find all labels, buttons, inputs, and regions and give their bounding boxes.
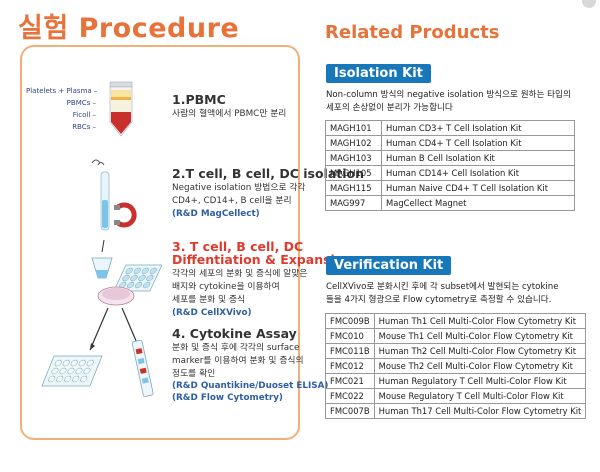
tube-label-rbcs: RBCs – <box>72 123 96 131</box>
catalog-number: MAGH105 <box>325 165 382 181</box>
step-4-title: 4. Cytokine Assay <box>172 326 297 341</box>
product-name: Mouse Regulatory T Cell Multi-Color Flow… <box>373 388 587 404</box>
page-title: 실험 Procedure <box>18 13 240 44</box>
product-name: Human CD4+ T Cell Isolation Kit <box>381 135 575 151</box>
isolation-intro-line-1: Non-column 방식의 negative isolation 방식으로 원… <box>326 90 571 100</box>
tube-label-pbmcs: PBMCs – <box>66 99 96 107</box>
catalog-number: FMC022 <box>325 388 375 404</box>
product-name: Human Th2 Cell Multi-Color Flow Cytometr… <box>373 343 587 359</box>
step-3-desc-line-2: 배지와 cytokine을 이용하여 <box>172 282 280 292</box>
catalog-number: FMC010 <box>325 328 375 344</box>
catalog-number: FMC021 <box>325 373 375 389</box>
centrifuge-tube-icon <box>109 81 133 137</box>
step-3-title-line-1: 3. T cell, B cell, DC <box>172 239 304 254</box>
isolation-intro-line-2: 세포의 손상없이 분리가 가능합니다 <box>326 103 453 113</box>
product-name: Human Th1 Cell Multi-Color Flow Cytometr… <box>373 313 587 329</box>
verification-intro-line-2: 들을 4가지 형광으로 Flow cytometry로 측정할 수 있습니다. <box>326 295 552 305</box>
magnet-tube-icon <box>91 159 137 231</box>
isolation-kit-heading: Isolation Kit <box>326 64 431 83</box>
step-2-desc-line-1: Negative isolation 방법으로 각각 <box>172 183 306 193</box>
catalog-number: MAGH115 <box>325 180 382 196</box>
catalog-number: FMC011B <box>325 343 375 359</box>
step-3-desc-line-3: 세포를 분화 및 증식 <box>172 295 246 305</box>
procedure-illustration <box>41 81 162 397</box>
verification-intro-line-1: CellXVivo로 분화시킨 후에 각 subset에서 발현되는 cytok… <box>326 282 559 292</box>
step-1-desc: 사람의 혈액에서 PBMC만 분리 <box>172 109 287 119</box>
step-2-title: 2.T cell, B cell, DC isolation <box>172 166 364 181</box>
step-4-desc-line-3: 정도를 확인 <box>172 369 216 379</box>
verification-kit-heading: Verification Kit <box>326 256 452 275</box>
product-name: Human Regulatory T Cell Multi-Color Flow… <box>373 373 587 389</box>
step-1-title: 1.PBMC <box>172 92 226 107</box>
catalog-number: MAGH101 <box>325 120 382 136</box>
step-2-desc-line-2: CD4+, CD14+, B cell을 분리 <box>172 196 292 206</box>
catalog-number: FMC012 <box>325 358 375 374</box>
product-name: Mouse Th1 Cell Multi-Color Flow Cytometr… <box>373 328 587 344</box>
step-4-desc-line-1: 분화 및 증식 후에 각각의 surface <box>172 343 300 353</box>
related-products-title: Related Products <box>325 22 500 43</box>
step-3-desc-line-1: 각각의 세포의 분화 및 증식에 알맞은 <box>172 269 308 279</box>
product-name: Human CD14+ Cell Isolation Kit <box>381 165 575 181</box>
step-4-product-link-flow[interactable]: (R&D Flow Cytometry) <box>172 393 283 403</box>
product-name: Human CD3+ T Cell Isolation Kit <box>381 120 575 136</box>
step-3-product-link[interactable]: (R&D CellXVivo) <box>172 308 252 318</box>
product-name: Human Th17 Cell Multi-Color Flow Cytomet… <box>373 403 587 419</box>
elisa-plate-icon <box>41 339 154 397</box>
step-4-desc-line-2: marker를 이용하여 분화 및 증식의 <box>172 356 304 366</box>
procedure-frame <box>20 45 300 440</box>
corner-decoration <box>582 0 596 8</box>
step-2-product-link[interactable]: (R&D MagCellect) <box>172 209 260 219</box>
catalog-number: FMC009B <box>325 313 375 329</box>
tube-label-plasma: Platelets + Plasma – <box>26 87 98 95</box>
catalog-number: MAGH103 <box>325 150 382 166</box>
catalog-number: MAGH102 <box>325 135 382 151</box>
product-name: Human Naive CD4+ T Cell Isolation Kit <box>381 180 575 196</box>
product-name: MagCellect Magnet <box>381 195 575 211</box>
product-name: Mouse Th2 Cell Multi-Color Flow Cytometr… <box>373 358 587 374</box>
product-name: Human B Cell Isolation Kit <box>381 150 575 166</box>
culture-plate-icon <box>89 239 162 351</box>
step-3-title-line-2: Diffentiation & Expansion <box>172 252 353 267</box>
catalog-number: FMC007B <box>325 403 375 419</box>
step-4-product-link-elisa[interactable]: (R&D Quantikine/Duoset ELISA) <box>172 381 329 391</box>
catalog-number: MAG997 <box>325 195 382 211</box>
tube-label-ficoll: Ficoll – <box>72 111 96 119</box>
